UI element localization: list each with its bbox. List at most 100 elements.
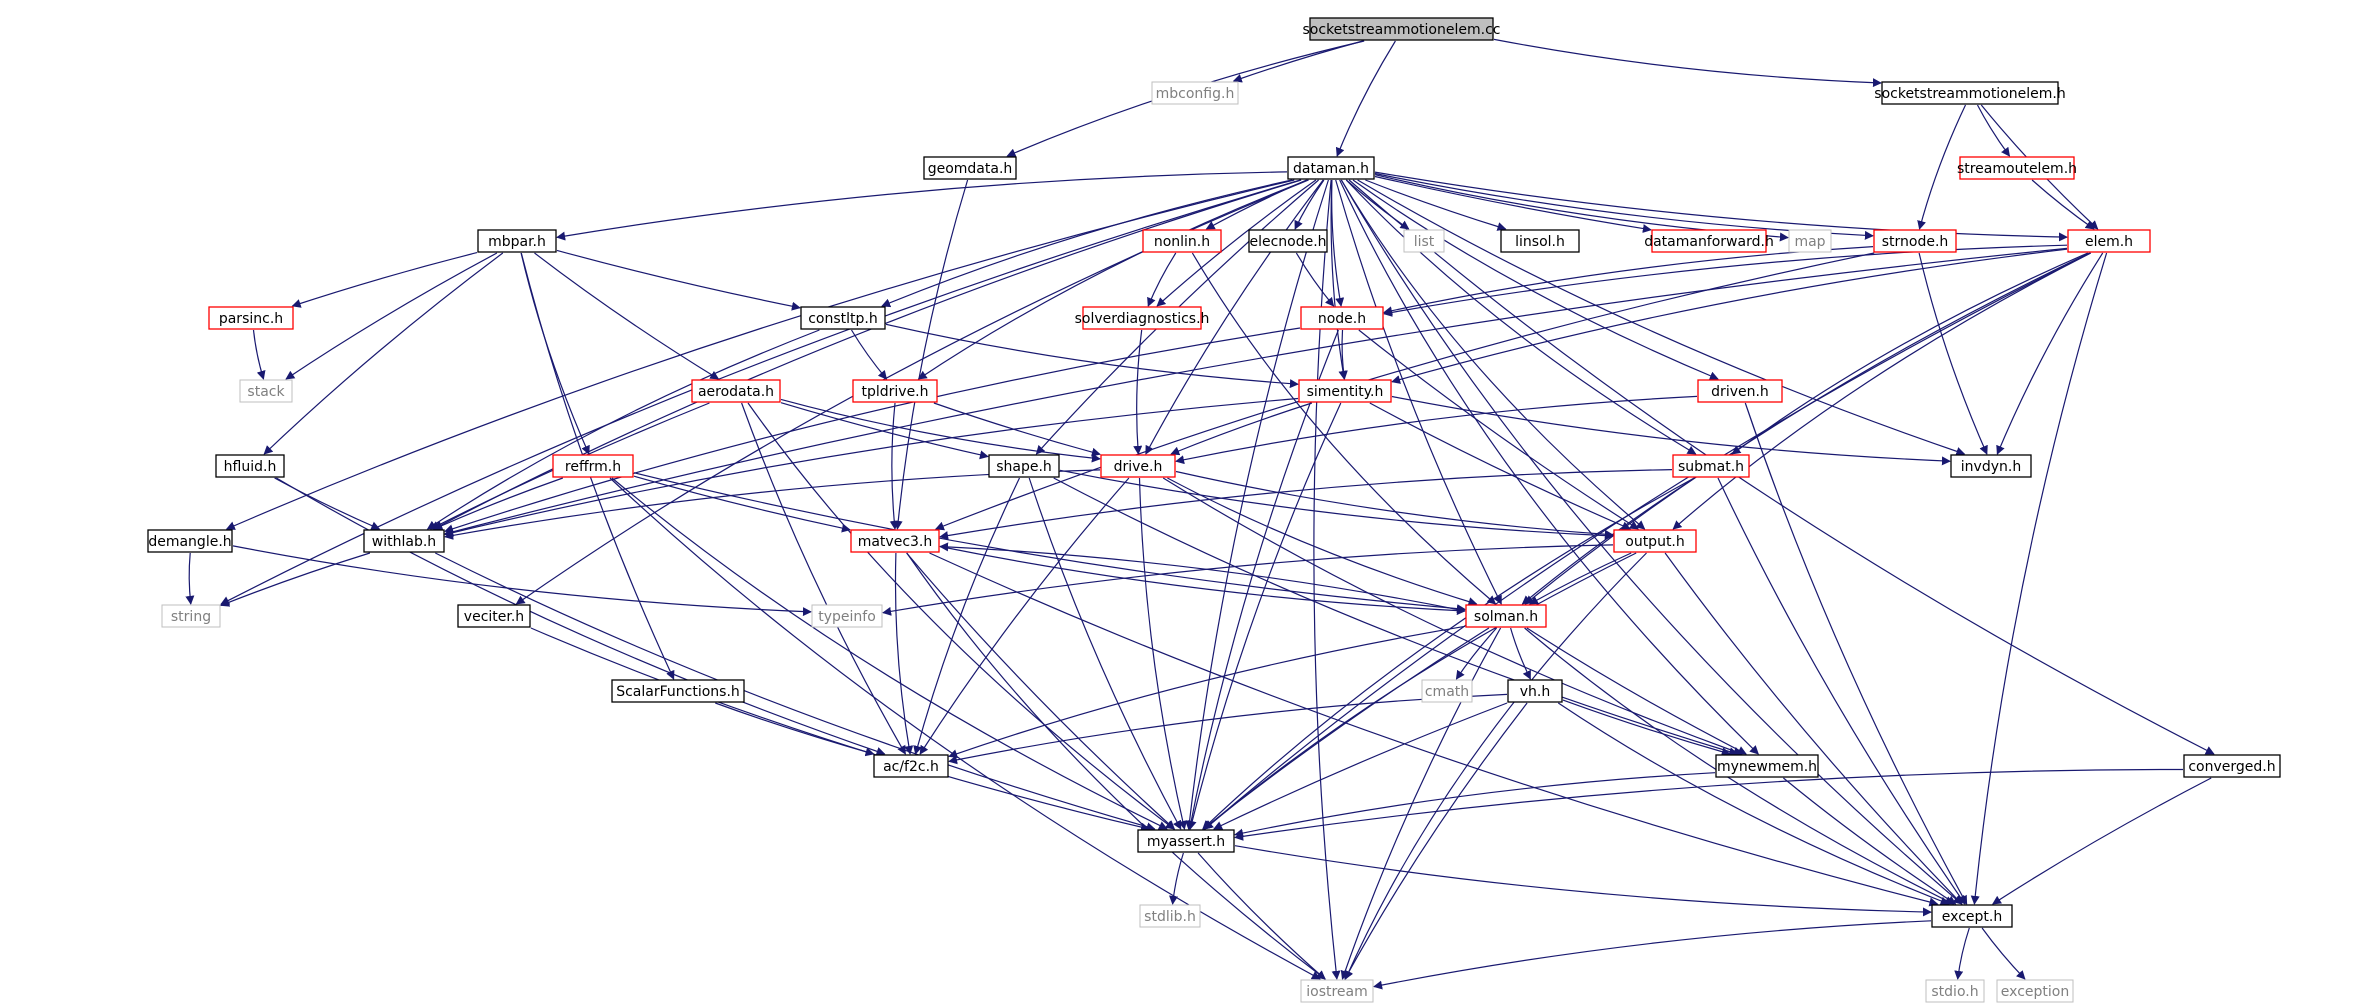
edge-drive-to-acf2c	[919, 477, 1130, 755]
node-matvec3[interactable]: matvec3.h	[850, 529, 940, 553]
node-invdyn[interactable]: invdyn.h	[1950, 454, 2032, 478]
edge-aerodata-to-shape	[780, 402, 989, 460]
edge-elem-to-node	[1383, 244, 2068, 317]
node-label-strnode: strnode.h	[1882, 234, 1949, 250]
edge-dataman-to-demangle	[225, 179, 1295, 530]
edge-drive-to-mynewmem	[1162, 477, 1743, 756]
node-label-demangle: demangle.h	[148, 534, 231, 550]
node-tpldrive[interactable]: tpldrive.h	[852, 379, 938, 403]
node-dataman[interactable]: dataman.h	[1287, 156, 1375, 180]
node-label-stdio: stdio.h	[1931, 984, 1978, 1000]
node-box-driven	[1697, 379, 1783, 403]
edge-elem-to-submat	[1731, 252, 2089, 455]
node-scalarfunc[interactable]: ScalarFunctions.h	[611, 679, 745, 703]
node-aerodata[interactable]: aerodata.h	[691, 379, 781, 403]
node-box-matvec3	[850, 529, 940, 553]
node-node[interactable]: node.h	[1300, 306, 1384, 330]
edge-dataman-to-except	[1340, 179, 1963, 905]
node-box-elem	[2067, 229, 2151, 253]
edge-output-to-iostream	[1344, 552, 1647, 980]
edge-reffrm-to-myassert	[611, 477, 1168, 830]
node-box-node	[1300, 306, 1384, 330]
edge-dataman-to-linsol	[1365, 179, 1507, 231]
edge-simentity-to-invdyn	[1391, 395, 1951, 466]
node-box-tpldrive	[852, 379, 938, 403]
edge-dataman-to-solman	[1335, 179, 1502, 605]
edge-myassert-to-iostream	[1197, 852, 1326, 980]
node-geomdata[interactable]: geomdata.h	[923, 156, 1017, 180]
node-label-output: output.h	[1625, 534, 1685, 550]
edge-scalarfunc-to-acf2c	[715, 702, 875, 757]
node-strnode[interactable]: strnode.h	[1873, 229, 1957, 253]
node-converged[interactable]: converged.h	[2183, 754, 2281, 778]
node-label-driven: driven.h	[1711, 384, 1769, 400]
node-label-matvec3: matvec3.h	[858, 534, 933, 550]
node-box-mynewmem	[1715, 754, 1819, 778]
node-stack: stack	[239, 379, 293, 403]
edge-dataman-to-withlab	[433, 179, 1302, 530]
node-label-acf2c: ac/f2c.h	[883, 759, 939, 775]
node-solverdiag[interactable]: solverdiagnostics.h	[1075, 306, 1210, 330]
node-label-solverdiag: solverdiagnostics.h	[1075, 311, 1210, 327]
edge-dataman-to-iostream	[1313, 179, 1341, 980]
edge-constltp-to-withlab	[426, 329, 820, 530]
node-solman[interactable]: solman.h	[1465, 604, 1547, 628]
edge-parsinc-to-stack	[252, 329, 266, 380]
node-elecnode[interactable]: elecnode.h	[1248, 229, 1328, 253]
node-withlab[interactable]: withlab.h	[363, 529, 445, 553]
node-veciter[interactable]: veciter.h	[457, 604, 531, 628]
edge-vh-to-acf2c	[948, 693, 1508, 765]
edge-solman-to-mynewmem	[1526, 627, 1747, 755]
node-drive[interactable]: drive.h	[1100, 454, 1176, 478]
node-box-reffrm	[552, 454, 634, 478]
node-box-shape	[988, 454, 1060, 478]
edge-strnode-to-invdyn	[1918, 252, 1988, 455]
node-datamanforward[interactable]: datamanforward.h	[1644, 229, 1774, 253]
node-acf2c[interactable]: ac/f2c.h	[873, 754, 949, 778]
node-box-solverdiag	[1082, 306, 1202, 330]
edge-dataman-to-drive	[1145, 179, 1324, 455]
edge-submat-to-matvec3	[939, 469, 1673, 540]
edge-simentity-to-myassert	[1187, 402, 1342, 830]
node-vh[interactable]: vh.h	[1507, 679, 1563, 703]
edge-solman-to-acf2c	[948, 625, 1466, 759]
node-nonlin[interactable]: nonlin.h	[1142, 229, 1222, 253]
node-box-linsol	[1500, 229, 1580, 253]
node-label-list: list	[1414, 234, 1435, 250]
node-parsinc[interactable]: parsinc.h	[208, 306, 294, 330]
node-simentity[interactable]: simentity.h	[1298, 379, 1392, 403]
edge-dataman-to-list	[1345, 179, 1410, 230]
node-mynewmem[interactable]: mynewmem.h	[1715, 754, 1819, 778]
node-box-acf2c	[873, 754, 949, 778]
node-submat[interactable]: submat.h	[1672, 454, 1750, 478]
edge-vh-to-iostream	[1344, 702, 1528, 980]
edge-dataman-to-myassert	[1185, 179, 1329, 830]
edge-output-to-typeinfo	[882, 544, 1614, 616]
node-driven[interactable]: driven.h	[1697, 379, 1783, 403]
node-box-output	[1613, 529, 1697, 553]
node-reffrm[interactable]: reffrm.h	[552, 454, 634, 478]
node-label-myassert: myassert.h	[1147, 834, 1225, 850]
node-except[interactable]: except.h	[1931, 904, 2013, 928]
edge-reffrm-to-withlab	[433, 477, 563, 530]
node-shape[interactable]: shape.h	[988, 454, 1060, 478]
edge-root-to-dataman	[1335, 40, 1396, 157]
edge-node-to-simentity	[1338, 329, 1348, 380]
node-demangle[interactable]: demangle.h	[147, 529, 233, 553]
node-box-nonlin	[1142, 229, 1222, 253]
node-root[interactable]: socketstreammotionelem.cc	[1303, 17, 1501, 41]
node-elem[interactable]: elem.h	[2067, 229, 2151, 253]
edge-converged-to-myassert	[1234, 768, 2184, 841]
edge-myassert-to-stdlib	[1169, 852, 1184, 905]
edge-elem-to-withlab	[444, 247, 2068, 537]
node-streamoutelem[interactable]: streamoutelem.h	[1957, 156, 2077, 180]
node-linsol[interactable]: linsol.h	[1500, 229, 1580, 253]
node-mbpar[interactable]: mbpar.h	[477, 229, 557, 253]
node-constltp[interactable]: constltp.h	[800, 306, 886, 330]
edge-solman-to-iostream	[1340, 627, 1502, 980]
node-hfluid[interactable]: hfluid.h	[215, 454, 285, 478]
node-myassert[interactable]: myassert.h	[1137, 829, 1235, 853]
node-ssme_h[interactable]: socketstreammotionelem.h	[1874, 81, 2066, 105]
node-output[interactable]: output.h	[1613, 529, 1697, 553]
